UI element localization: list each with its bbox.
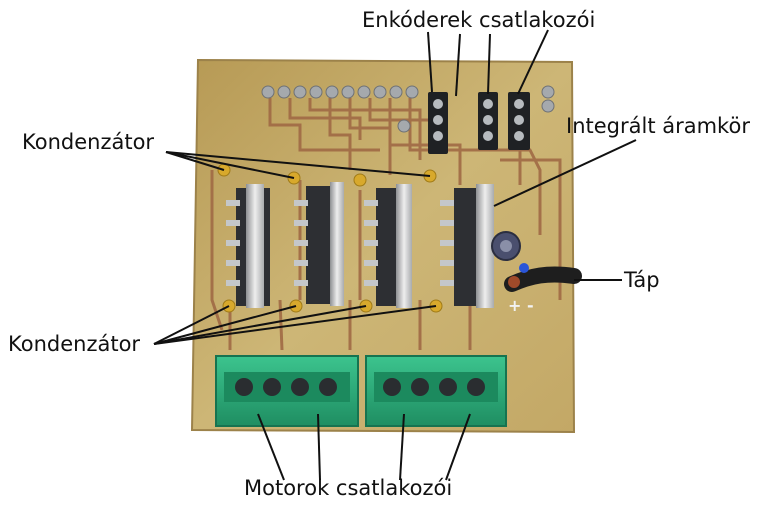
power-label: Táp (624, 268, 660, 292)
ic-3 (364, 184, 412, 308)
copper-traces (210, 98, 562, 351)
power-cable (504, 263, 582, 292)
electrolytic-capacitor (491, 231, 521, 261)
capacitor-top-label: Kondenzátor (22, 130, 155, 154)
motor-connectors-label: Motorok csatlakozói (244, 476, 453, 500)
capacitor-bottom-label: Kondenzátor (8, 332, 141, 356)
power-polarity-label: + - (508, 296, 534, 315)
integrated-circuit-label: Integrált áramkör (566, 114, 750, 138)
ic-1 (226, 184, 270, 308)
encoder-connectors-label: Enkóderek csatlakozói (362, 8, 596, 32)
ic-2 (294, 182, 344, 306)
encoder-connectors (428, 92, 530, 154)
header-pins (261, 85, 555, 133)
motor-terminal-block-right (365, 355, 507, 427)
ic-4 (440, 184, 494, 308)
annotation-lines (153, 29, 637, 481)
motor-terminal-block-left (215, 355, 359, 427)
